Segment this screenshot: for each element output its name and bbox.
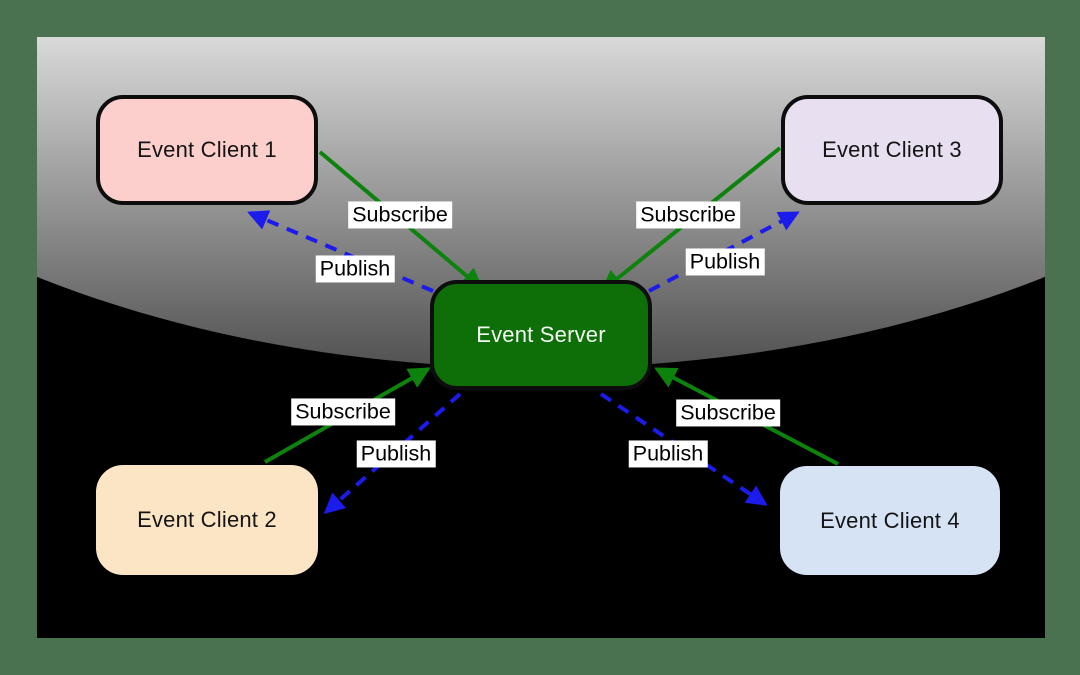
publish-arrow-server-to-client4: [599, 392, 768, 506]
publish-arrow-server-to-client3: [648, 211, 800, 293]
edge-label-publish-bottom-left: Publish: [356, 440, 436, 468]
edge-label-publish-bottom-right: Publish: [628, 440, 708, 468]
node-label: Event Client 3: [822, 137, 962, 162]
edge-label-subscribe-bottom-right: Subscribe: [676, 399, 780, 427]
edge-label-publish-top-right: Publish: [685, 248, 765, 276]
node-event-client-4: Event Client 4: [780, 466, 1000, 575]
node-label: Event Client 4: [820, 507, 960, 533]
node-label: Event Server: [476, 322, 606, 347]
node-event-server: Event Server: [430, 280, 652, 390]
node-event-client-1: Event Client 1: [96, 95, 318, 205]
edge-label-subscribe-bottom-left: Subscribe: [291, 398, 395, 426]
node-label: Event Client 1: [137, 137, 277, 162]
edge-label-subscribe-top-left: Subscribe: [348, 201, 452, 229]
node-label: Event Client 2: [137, 507, 277, 532]
edge-label-subscribe-top-right: Subscribe: [636, 201, 740, 229]
node-event-client-3: Event Client 3: [781, 95, 1003, 205]
node-event-client-2: Event Client 2: [96, 465, 318, 575]
edge-label-publish-top-left: Publish: [315, 255, 395, 283]
